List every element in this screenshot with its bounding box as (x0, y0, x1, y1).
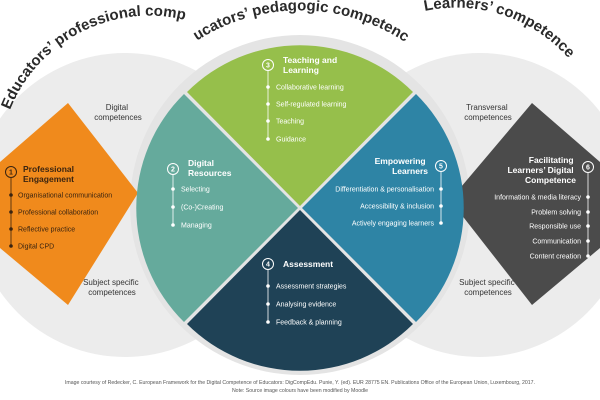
area-professional-engagement (0, 103, 138, 305)
area-5-item-dot (439, 187, 443, 191)
area-5-item: Differentiation & personalisation (335, 187, 434, 194)
area-4-item-dot (266, 284, 270, 288)
area-6-item: Content creation (530, 254, 581, 261)
area-6-content: 6 Facilitating Learners’ Digital Compete… (494, 155, 594, 261)
area-6-number-badge (582, 161, 594, 173)
area-5-item: Accessibility & inclusion (360, 204, 434, 211)
area-6-item-dot (586, 254, 590, 258)
area-1-item-dot (9, 210, 13, 214)
area-6-item-dot (586, 195, 590, 199)
area-2-number-badge (167, 163, 179, 175)
area-3-item: Guidance (276, 137, 306, 144)
area-5-number-badge (435, 160, 447, 172)
area-4-content: 4 Assessment Assessment strategies Analy… (262, 258, 347, 327)
right-bottom-side-label: Subject specific competences (459, 278, 517, 297)
area-1-item: Professional collaboration (18, 210, 98, 217)
area-4-item: Analysing evidence (276, 302, 336, 309)
area-4-number-badge (262, 258, 274, 270)
area-facilitating-learners (450, 103, 600, 305)
area-1-number: 1 (9, 170, 13, 177)
area-1-item-dot (9, 244, 13, 248)
area-2-item: Managing (181, 223, 212, 230)
image-credit-note: Note: Source image colours have been mod… (232, 388, 368, 394)
area-5-number: 5 (439, 164, 443, 171)
area-digital-resources (136, 94, 298, 322)
left-bottom-side-label: Subject specific competences (83, 278, 141, 297)
area-6-item: Information & media literacy (494, 195, 581, 202)
area-3-item: Self-regulated learning (276, 102, 347, 109)
area-6-item: Communication (532, 239, 581, 246)
area-3-item-dot (266, 137, 270, 141)
area-3-item: Teaching (276, 119, 304, 126)
area-3-content: 3 Teaching and Learning Collaborative le… (262, 55, 347, 144)
area-5-item: Actively engaging learners (352, 221, 435, 228)
area-3-item: Collaborative learning (276, 85, 344, 92)
area-5-content: 5 Empowering Learners Differentiation & … (335, 156, 447, 228)
area-1-content: 1 Professional Engagement Organisational… (5, 164, 112, 251)
area-5-item-dot (439, 221, 443, 225)
area-4-item-dot (266, 302, 270, 306)
area-3-title: Teaching and Learning (283, 55, 340, 75)
area-1-item: Reflective practice (18, 227, 75, 234)
image-credit: Image courtesy of Redecker, C. European … (65, 380, 535, 386)
area-4-title: Assessment (283, 259, 333, 269)
area-2-title: Digital Resources (188, 158, 232, 178)
area-5-title: Empowering Learners (375, 156, 429, 176)
area-1-item-dot (9, 193, 13, 197)
area-teaching-and-learning (187, 45, 413, 206)
area-6-item: Responsible use (529, 224, 581, 231)
area-2-item: (Co-)Creating (181, 205, 224, 212)
area-3-item-dot (266, 85, 270, 89)
area-2-number: 2 (171, 167, 175, 174)
area-6-number: 6 (586, 165, 590, 172)
left-top-side-label: Digital competences (94, 103, 142, 122)
area-4-item: Assessment strategies (276, 284, 347, 291)
area-2-content: 2 Digital Resources Selecting (Co-)Creat… (167, 158, 232, 230)
area-6-item-dot (586, 239, 590, 243)
area-3-number-badge (262, 59, 274, 71)
area-1-title: Professional Engagement (23, 164, 76, 184)
area-6-item-dot (586, 224, 590, 228)
right-top-side-label: Transversal competences (464, 103, 512, 122)
area-4-number: 4 (266, 262, 270, 269)
area-6-title: Facilitating Learners’ Digital Competenc… (507, 155, 576, 185)
area-1-item-dot (9, 227, 13, 231)
area-assessment (187, 210, 413, 371)
area-2-item: Selecting (181, 187, 210, 194)
area-2-item-dot (171, 187, 175, 191)
area-2-item-dot (171, 223, 175, 227)
area-6-item: Problem solving (531, 210, 581, 217)
area-3-item-dot (266, 119, 270, 123)
area-empowering-learners (302, 94, 464, 322)
area-4-item: Feedback & planning (276, 320, 342, 327)
area-1-item: Organisational communication (18, 193, 112, 200)
area-6-item-dot (586, 210, 590, 214)
area-1-number-badge (5, 166, 17, 178)
area-3-item-dot (266, 102, 270, 106)
area-4-item-dot (266, 320, 270, 324)
area-5-item-dot (439, 204, 443, 208)
area-1-item: Digital CPD (18, 244, 54, 251)
area-3-number: 3 (266, 63, 270, 70)
area-2-item-dot (171, 205, 175, 209)
